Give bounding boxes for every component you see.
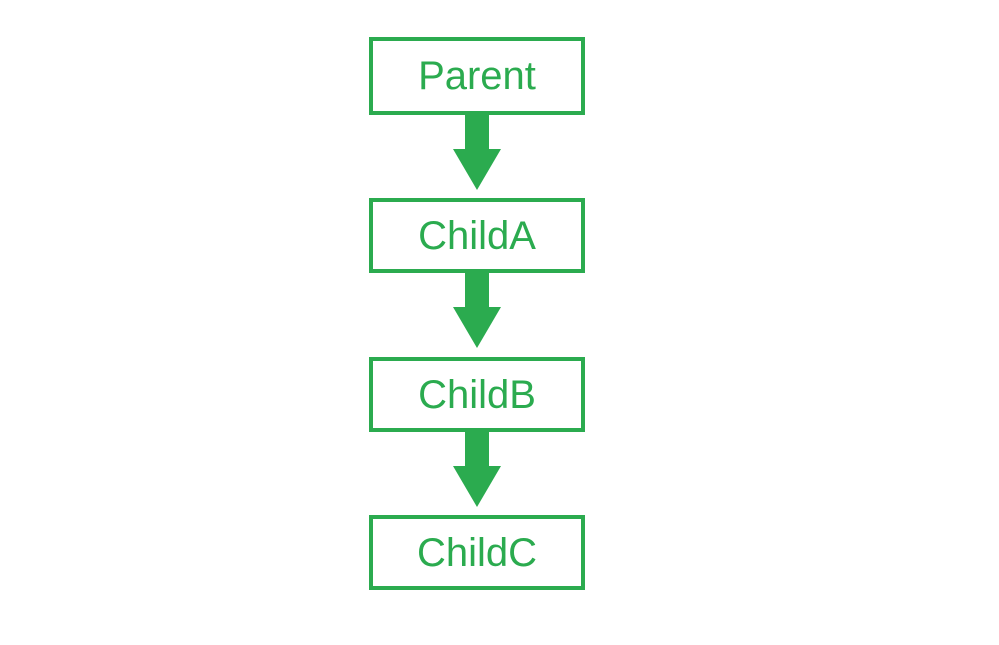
node-parent: Parent [369, 37, 585, 115]
node-childc: ChildC [369, 515, 585, 590]
arrow-shaft [465, 115, 489, 149]
arrow-shaft [465, 432, 489, 466]
node-parent-label: Parent [418, 54, 536, 98]
arrow-shaft [465, 273, 489, 307]
arrow-down-icon [453, 273, 501, 348]
arrow-down-icon [453, 115, 501, 190]
node-childa: ChildA [369, 198, 585, 273]
node-childb-label: ChildB [418, 372, 536, 417]
arrow-head [453, 466, 501, 507]
node-childc-label: ChildC [416, 530, 538, 575]
node-childa-label: ChildA [418, 213, 536, 258]
arrow-head [453, 149, 501, 190]
node-childb: ChildB [369, 357, 585, 432]
arrow-head [453, 307, 501, 348]
arrow-down-icon [453, 432, 501, 507]
